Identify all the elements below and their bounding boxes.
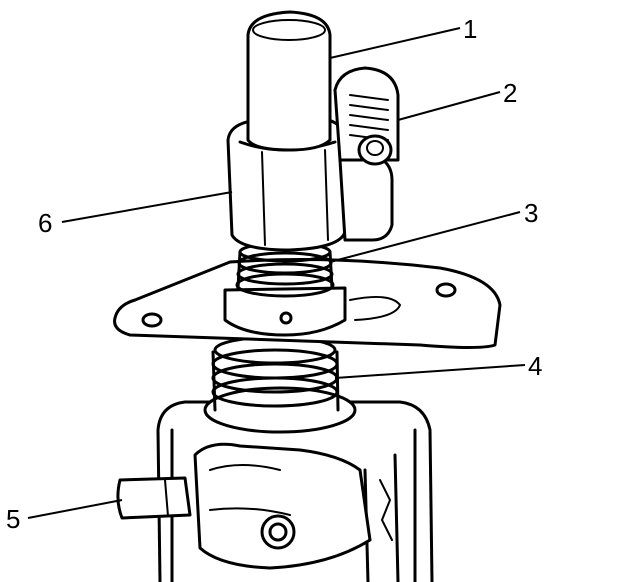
upper-spring bbox=[235, 241, 335, 298]
adjusting-screw bbox=[333, 66, 400, 242]
callout-2: 2 bbox=[503, 78, 517, 108]
callout-5: 5 bbox=[6, 504, 20, 534]
leader-line-3 bbox=[329, 211, 521, 263]
spring-retainer bbox=[223, 286, 347, 337]
callout-3: 3 bbox=[524, 198, 538, 228]
leader-line-1 bbox=[329, 27, 461, 59]
lower-spring bbox=[203, 335, 357, 434]
callout-labels: 1 2 3 4 5 6 bbox=[6, 14, 542, 534]
callout-4: 4 bbox=[528, 351, 542, 381]
leader-line-2 bbox=[397, 91, 501, 121]
plunger-shaft bbox=[246, 10, 332, 152]
lower-housing bbox=[156, 400, 434, 582]
leader-line-4 bbox=[334, 364, 526, 379]
callout-1: 1 bbox=[463, 14, 477, 44]
leader-line-5 bbox=[27, 499, 123, 519]
callout-6: 6 bbox=[38, 208, 52, 238]
leader-line-6 bbox=[61, 191, 233, 223]
lever-pin bbox=[116, 476, 192, 520]
leader-lines bbox=[27, 27, 526, 519]
